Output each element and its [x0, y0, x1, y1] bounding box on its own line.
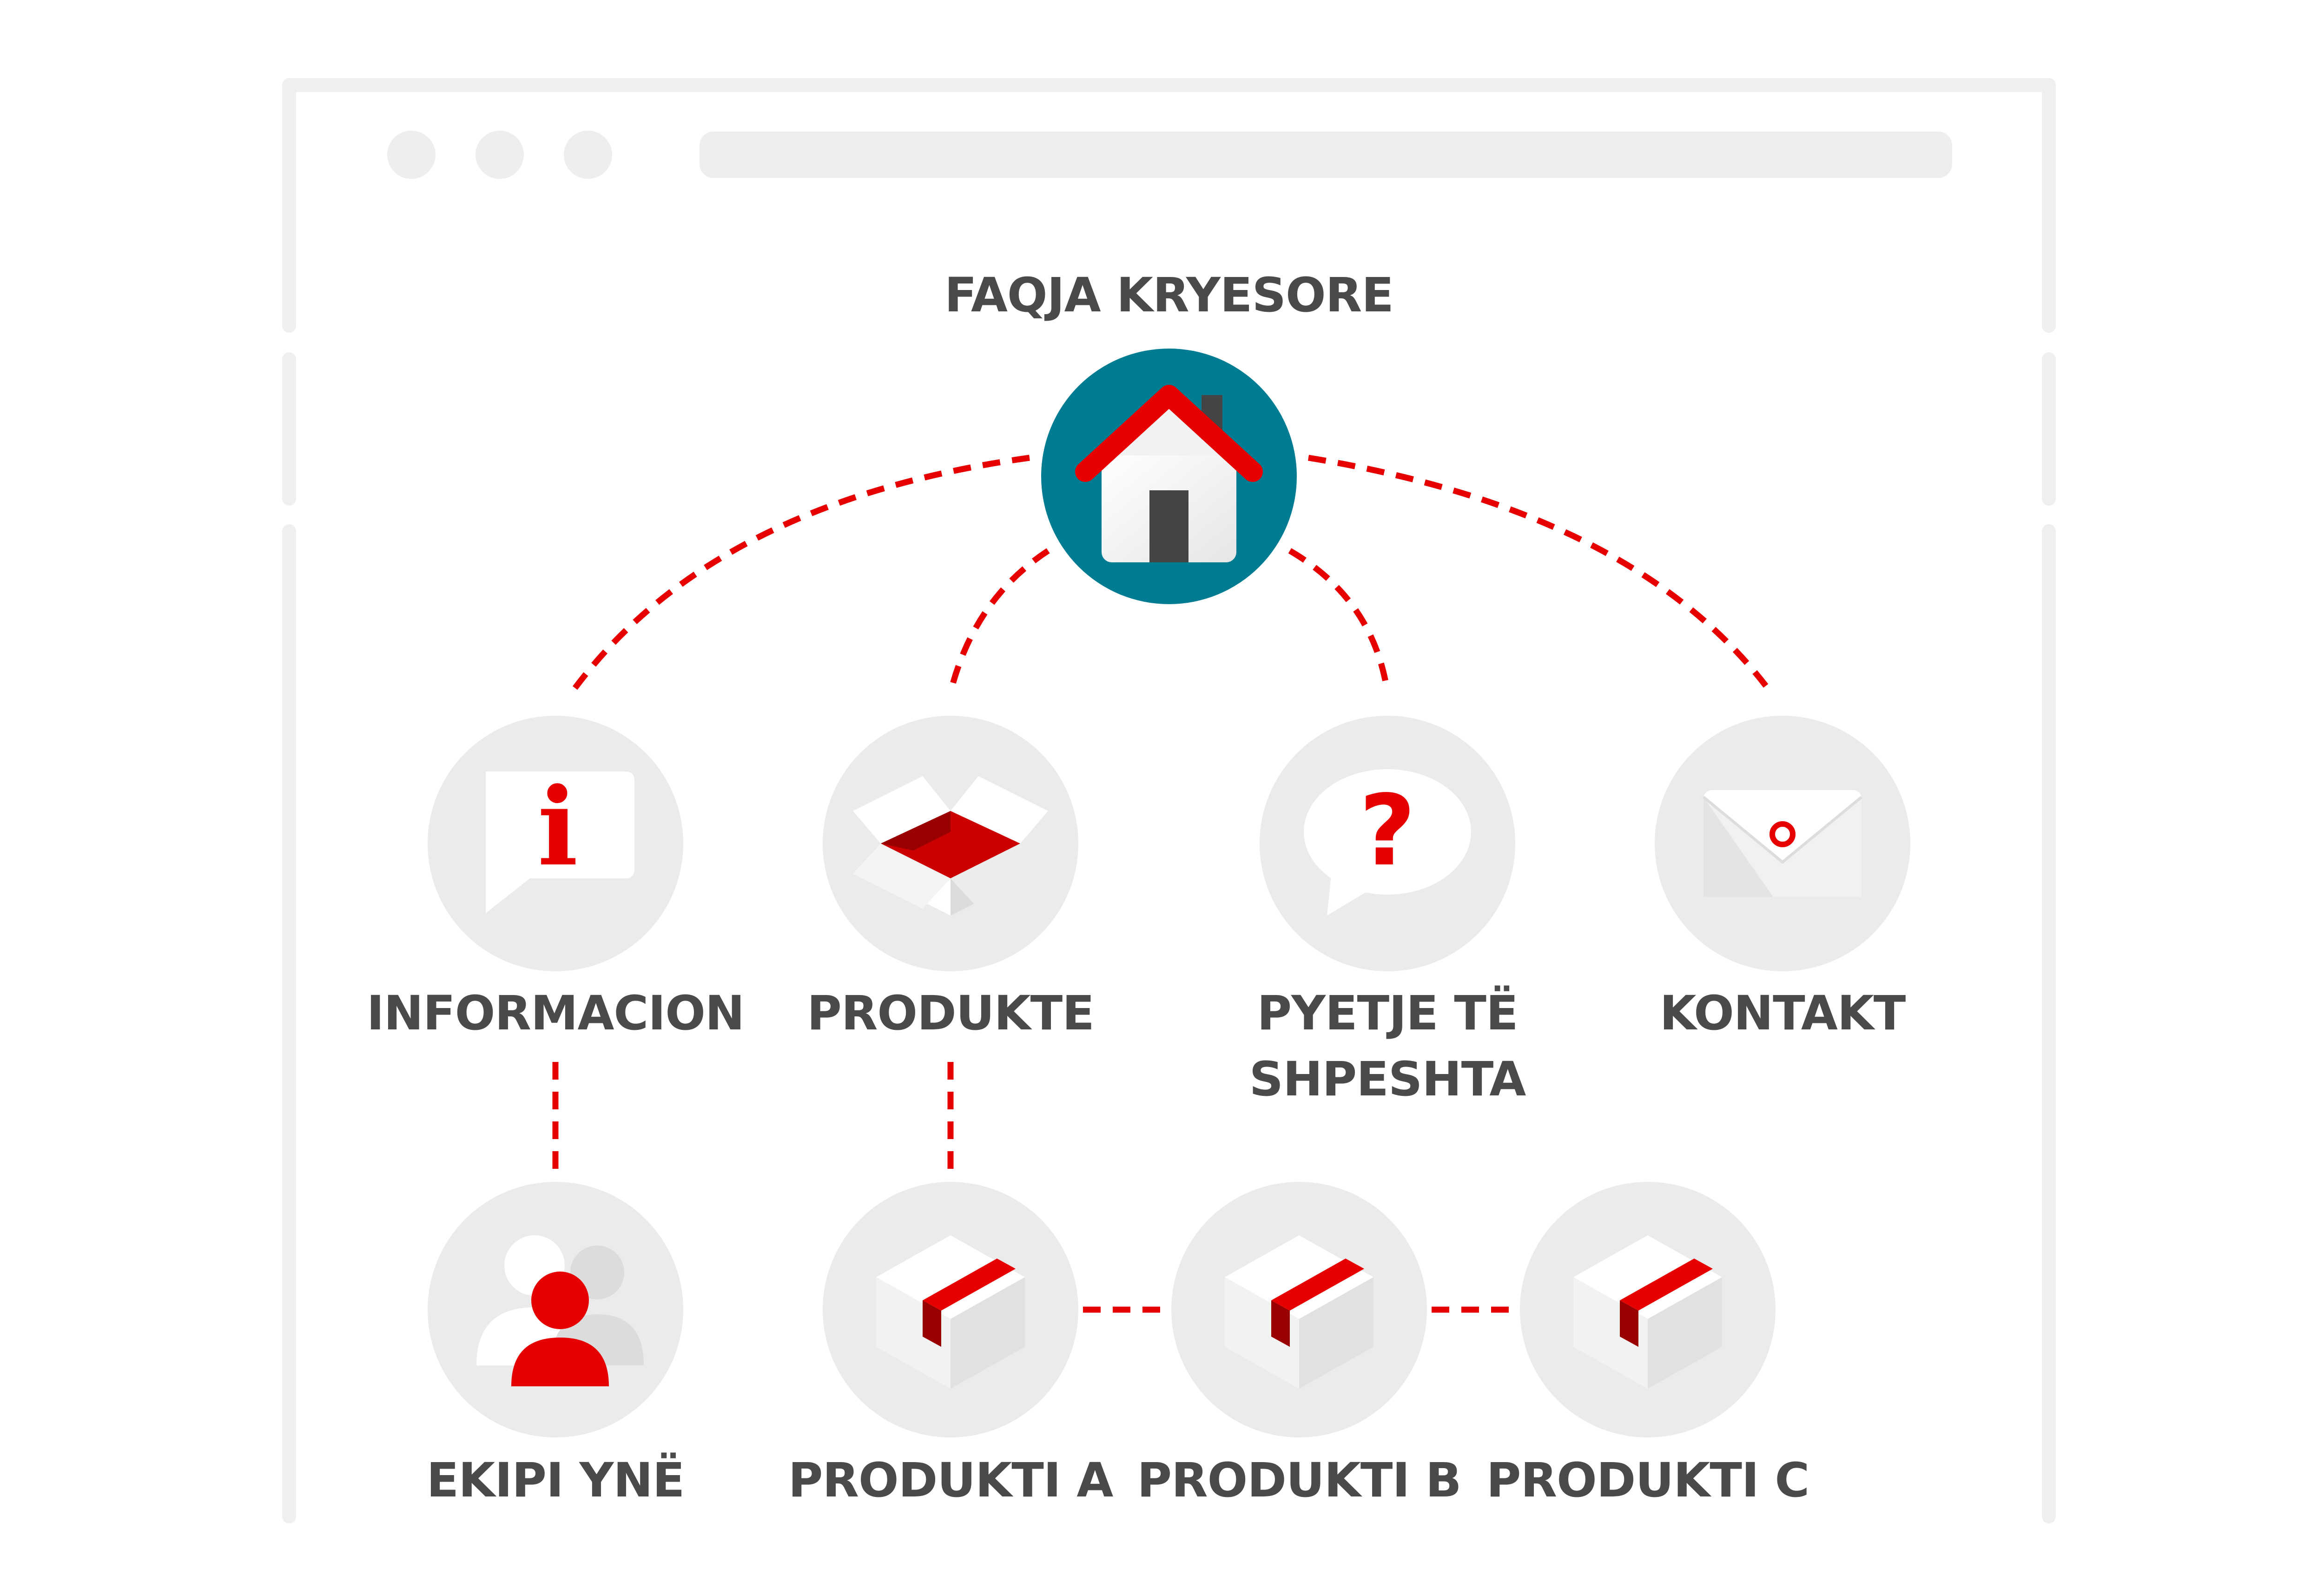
info-icon: i: [486, 765, 634, 913]
team-icon: [476, 1235, 644, 1386]
label-pyetje-line-2: SHPESHTA: [1249, 1052, 1526, 1107]
node-informacion: i: [428, 716, 683, 971]
node-produkti-b: [1171, 1182, 1427, 1437]
browser-frame: [282, 78, 2056, 1523]
node-produkte: [823, 716, 1078, 971]
label-produkte-line-1: PRODUKTE: [807, 986, 1095, 1041]
window-dot-1: [387, 131, 436, 179]
node-home: [1041, 349, 1297, 604]
label-produkti-a: PRODUKTI A: [788, 1448, 1114, 1514]
label-produkti-b: PRODUKTI B: [1137, 1448, 1461, 1514]
label-pyetje: PYETJE TË SHPESHTA: [1249, 981, 1526, 1113]
connector-home-kontakt: [1307, 455, 1774, 694]
label-informacion-line-1: INFORMACION: [366, 986, 745, 1041]
label-ekipi-line-1: EKIPI YNË: [426, 1453, 685, 1508]
label-pyetje-line-1: PYETJE TË: [1257, 986, 1518, 1041]
envelope-icon: [1703, 790, 1862, 897]
label-ekipi: EKIPI YNË: [427, 1448, 685, 1514]
connector-home-pyetje: [1288, 548, 1391, 693]
home-icon: [1075, 385, 1263, 562]
label-produkti-c: PRODUKTI C: [1486, 1448, 1809, 1514]
question-bubble-icon: ?: [1304, 769, 1471, 916]
window-dot-2: [475, 131, 524, 179]
address-bar: [700, 132, 1952, 178]
label-informacion: INFORMACION: [367, 981, 745, 1047]
node-kontakt: [1655, 716, 1910, 971]
label-kontakt-line-1: KONTAKT: [1659, 986, 1906, 1041]
label-home: FAQJA KRYESORE: [944, 268, 1394, 323]
node-produkti-c: [1520, 1182, 1776, 1437]
connector-home-produkte: [947, 548, 1050, 693]
connector-home-informacion: [569, 455, 1030, 694]
label-produkte: PRODUKTE: [807, 981, 1095, 1047]
node-produkti-a: [823, 1182, 1078, 1437]
label-produkti-c-line-1: PRODUKTI C: [1486, 1453, 1809, 1508]
node-pyetje: ?: [1260, 716, 1515, 971]
label-produkti-a-line-1: PRODUKTI A: [788, 1453, 1114, 1508]
svg-text:i: i: [537, 765, 578, 890]
connector-lines: [552, 455, 1774, 1313]
open-box-icon: [853, 776, 1048, 916]
window-dot-3: [564, 131, 612, 179]
label-kontakt: KONTAKT: [1660, 981, 1906, 1047]
label-produkti-b-line-1: PRODUKTI B: [1137, 1453, 1461, 1508]
node-ekipi: [428, 1182, 683, 1437]
svg-text:?: ?: [1359, 774, 1416, 888]
